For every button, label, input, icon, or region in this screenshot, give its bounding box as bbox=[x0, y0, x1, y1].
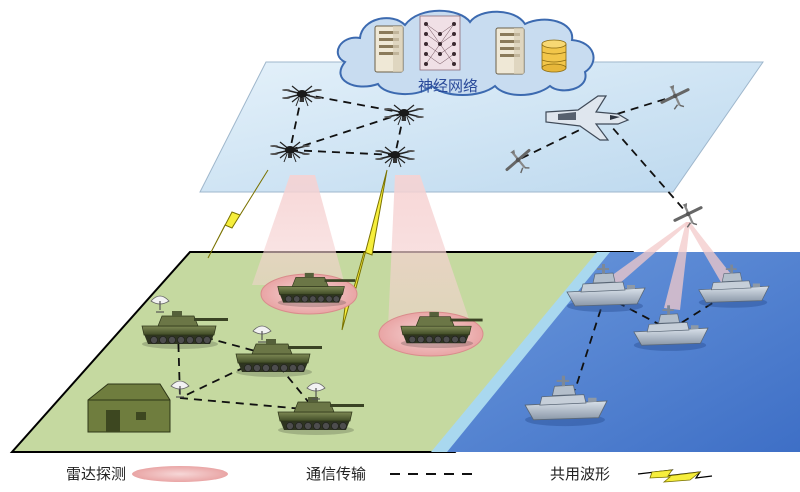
legend-radar-swatch bbox=[132, 466, 228, 482]
command-tent-icon bbox=[87, 383, 171, 433]
legend-lightning-label: 共用波形 bbox=[550, 465, 611, 483]
radar-beam bbox=[664, 222, 690, 310]
neural-network-icon bbox=[419, 15, 461, 71]
legend-dashed-label: 通信传输 bbox=[306, 465, 367, 483]
neural-network-label: 神经网络 bbox=[418, 77, 479, 95]
server-icon bbox=[374, 25, 404, 73]
fixed-wing-uav-icon bbox=[670, 199, 706, 231]
air-layer-plane bbox=[199, 61, 764, 193]
radar-beam bbox=[388, 175, 472, 328]
radar-beam bbox=[686, 222, 734, 284]
legend-radar-label: 雷达探测 bbox=[66, 465, 127, 483]
legend-lightning-fill bbox=[649, 469, 702, 483]
radar-beam bbox=[600, 222, 690, 290]
radar-beam bbox=[252, 175, 345, 285]
database-icon bbox=[541, 39, 567, 73]
neural-network-cloud bbox=[336, 9, 595, 96]
server-icon bbox=[495, 27, 525, 75]
fighter-jet-icon bbox=[545, 95, 630, 141]
